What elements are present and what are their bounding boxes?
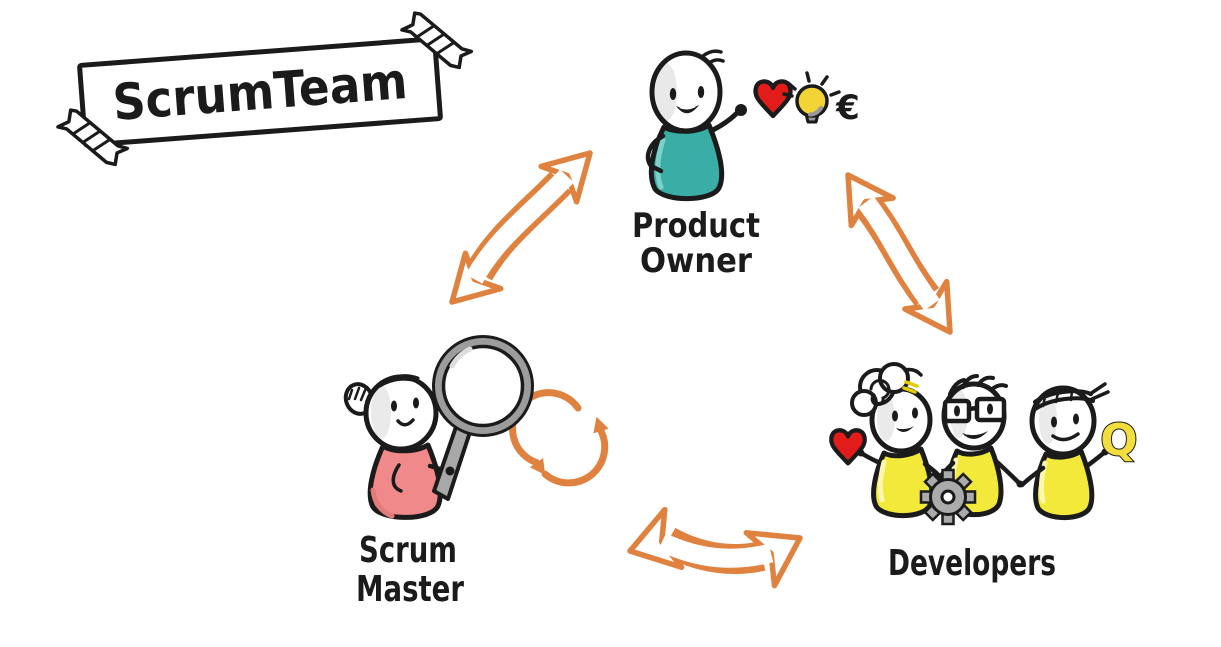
tape-icon (56, 108, 130, 167)
svg-text:Developers: Developers (888, 543, 1056, 584)
scrum-master-body (367, 442, 443, 520)
lightbulb-icon (782, 71, 841, 124)
svg-text:Scrum: Scrum (359, 530, 457, 571)
product-owner-hair (701, 49, 725, 65)
headband-icon (1032, 382, 1110, 412)
product-owner-left-arm (645, 133, 666, 174)
arrow-product-owner-developers (845, 172, 953, 335)
scrum-master-label: Scrum Master (356, 530, 464, 610)
developer-1 (850, 362, 945, 519)
developers-label: Developers (888, 543, 1056, 584)
scrum-master-figure (343, 335, 534, 520)
scrum-master-hand (445, 466, 455, 476)
developer-2-hair (948, 374, 1008, 396)
title-banner: ScrumTeam (56, 11, 474, 167)
arrow-scrum-master-product-owner (449, 150, 593, 305)
quality-q-icon: Q (1100, 415, 1137, 466)
arrow-scrum-master-developers (627, 506, 803, 589)
product-owner-value-icons: € (753, 71, 860, 128)
gear-icon (919, 468, 977, 526)
svg-text:Product: Product (632, 206, 760, 246)
developers-figures: Q (829, 362, 1139, 526)
heart-icon (753, 79, 793, 119)
banner-frame (77, 36, 443, 148)
svg-text:Owner: Owner (640, 241, 752, 281)
heart-icon (829, 428, 867, 466)
developer-3 (1019, 382, 1110, 521)
magnifier-icon (432, 335, 534, 501)
developer-1-hairpin (902, 380, 919, 394)
product-owner-hand (735, 104, 747, 116)
product-owner-right-arm (708, 110, 740, 134)
tape-icon (400, 11, 474, 70)
magnifier-handle (432, 422, 472, 501)
scrum-master-hair (378, 374, 424, 388)
svg-text:Master: Master (356, 569, 464, 610)
product-owner-figure (645, 49, 747, 202)
product-owner-label: Product Owner (632, 206, 760, 281)
scrum-master-inner-arm (391, 463, 403, 493)
scrum-master-mouth (396, 418, 415, 427)
euro-icon: € (835, 88, 860, 128)
